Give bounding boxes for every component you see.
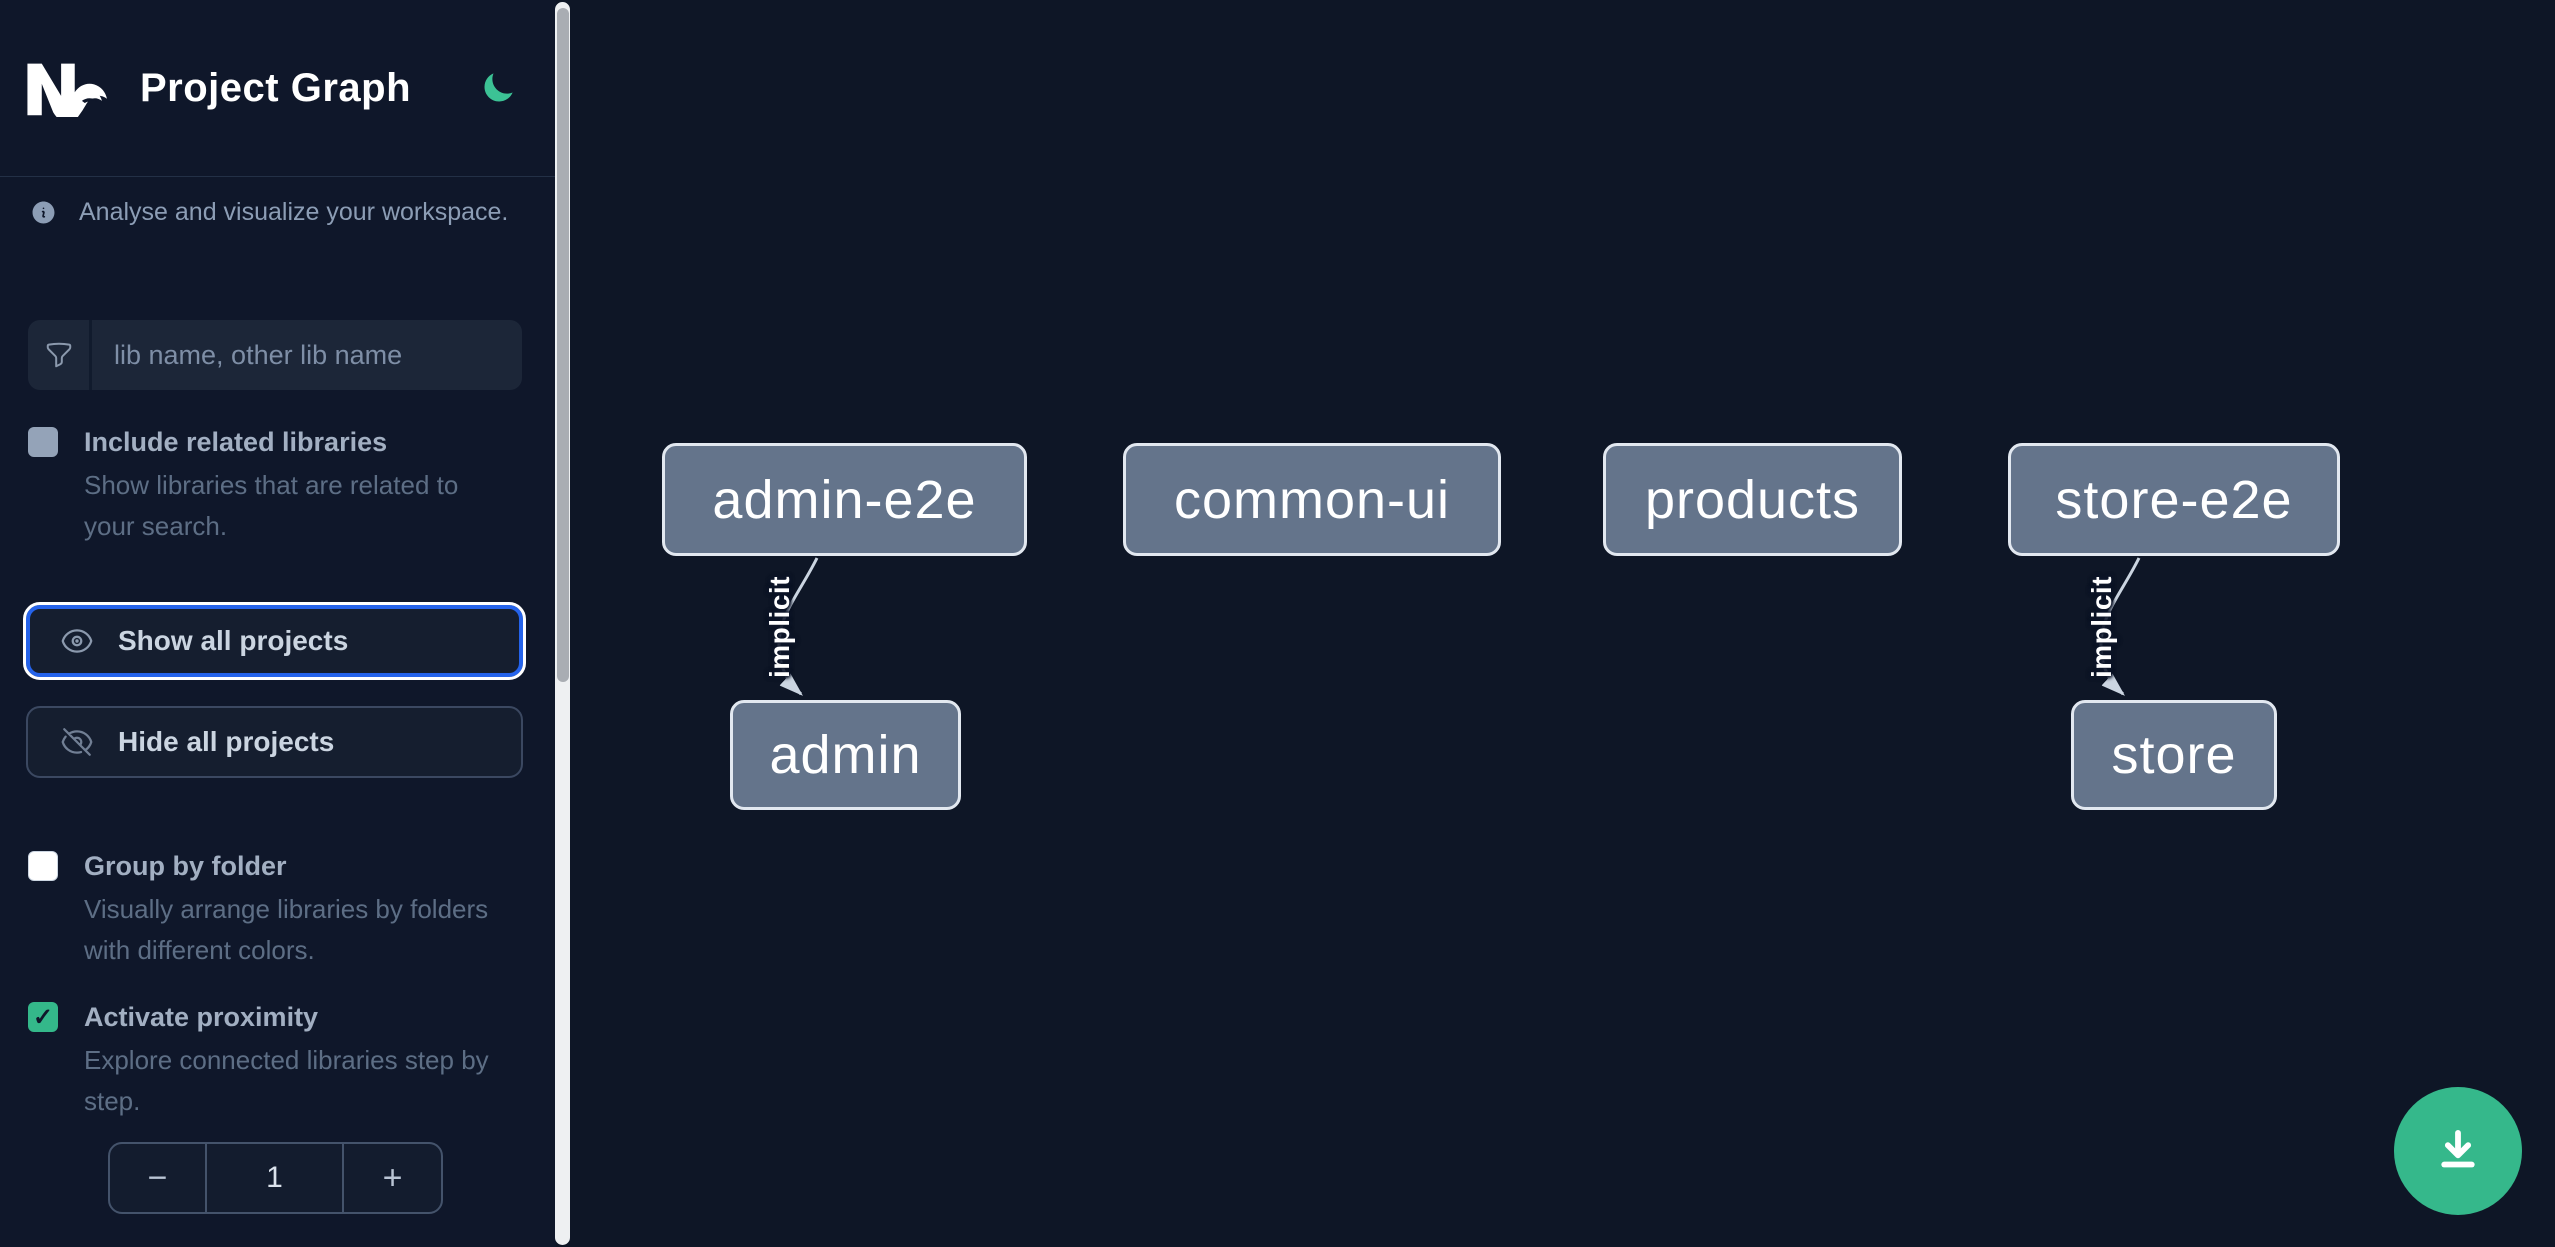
option-group-by-folder[interactable]: ✓ Group by folder Visually arrange libra… (28, 849, 498, 971)
option-description: Visually arrange libraries by folders wi… (84, 894, 489, 965)
proximity-depth-value: 1 (205, 1144, 344, 1212)
edge-label-implicit: implicit (2086, 575, 2117, 679)
hide-all-projects-label: Hide all projects (118, 726, 335, 757)
hide-all-projects-button[interactable]: Hide all projects (26, 706, 523, 778)
nx-logo (27, 63, 107, 117)
project-node-store[interactable]: store (2071, 700, 2277, 810)
intro-text: Analyse and visualize your workspace. (79, 198, 509, 226)
option-label: Include related libraries (84, 427, 388, 457)
filter-projects-input[interactable] (92, 320, 522, 390)
sidebar-scrollbar-thumb[interactable] (556, 8, 569, 682)
project-node-store-e2e[interactable]: store-e2e (2008, 443, 2340, 556)
theme-toggle-button[interactable] (478, 68, 518, 108)
project-node-common-ui[interactable]: common-ui (1123, 443, 1501, 556)
include-related-checkbox[interactable]: ✓ (28, 427, 58, 457)
search-box (28, 320, 522, 390)
proximity-depth-stepper: − 1 + (108, 1142, 443, 1214)
moon-icon (484, 73, 513, 102)
group-by-folder-checkbox[interactable]: ✓ (28, 851, 58, 881)
sidebar-header: Project Graph (0, 0, 556, 177)
project-node-products[interactable]: products (1603, 443, 1902, 556)
decrement-button[interactable]: − (110, 1144, 205, 1212)
project-node-admin-e2e[interactable]: admin-e2e (662, 443, 1027, 556)
download-icon (2441, 1129, 2475, 1168)
workspace-intro: Analyse and visualize your workspace. (30, 198, 510, 227)
option-description: Explore connected libraries step by step… (84, 1045, 489, 1116)
download-graph-button[interactable] (2394, 1087, 2522, 1215)
app-title: Project Graph (140, 65, 412, 110)
project-node-admin[interactable]: admin (730, 700, 961, 810)
sidebar: Project Graph Analyse and visualize your… (0, 0, 556, 1247)
option-description: Show libraries that are related to your … (84, 470, 459, 541)
activate-proximity-checkbox[interactable]: ✓ (28, 1002, 58, 1032)
increment-button[interactable]: + (344, 1144, 441, 1212)
option-include-related-libraries[interactable]: ✓ Include related libraries Show librari… (28, 425, 498, 547)
option-activate-proximity[interactable]: ✓ Activate proximity Explore connected l… (28, 1000, 498, 1122)
edge-label-implicit: implicit (764, 575, 795, 679)
show-all-projects-label: Show all projects (118, 625, 349, 656)
show-all-projects-button[interactable]: Show all projects (23, 602, 526, 680)
option-label: Group by folder (84, 851, 287, 881)
filter-funnel-icon (28, 320, 92, 390)
option-label: Activate proximity (84, 1002, 319, 1032)
eye-slash-icon (61, 728, 93, 756)
info-icon (32, 201, 55, 224)
eye-icon (61, 629, 93, 653)
